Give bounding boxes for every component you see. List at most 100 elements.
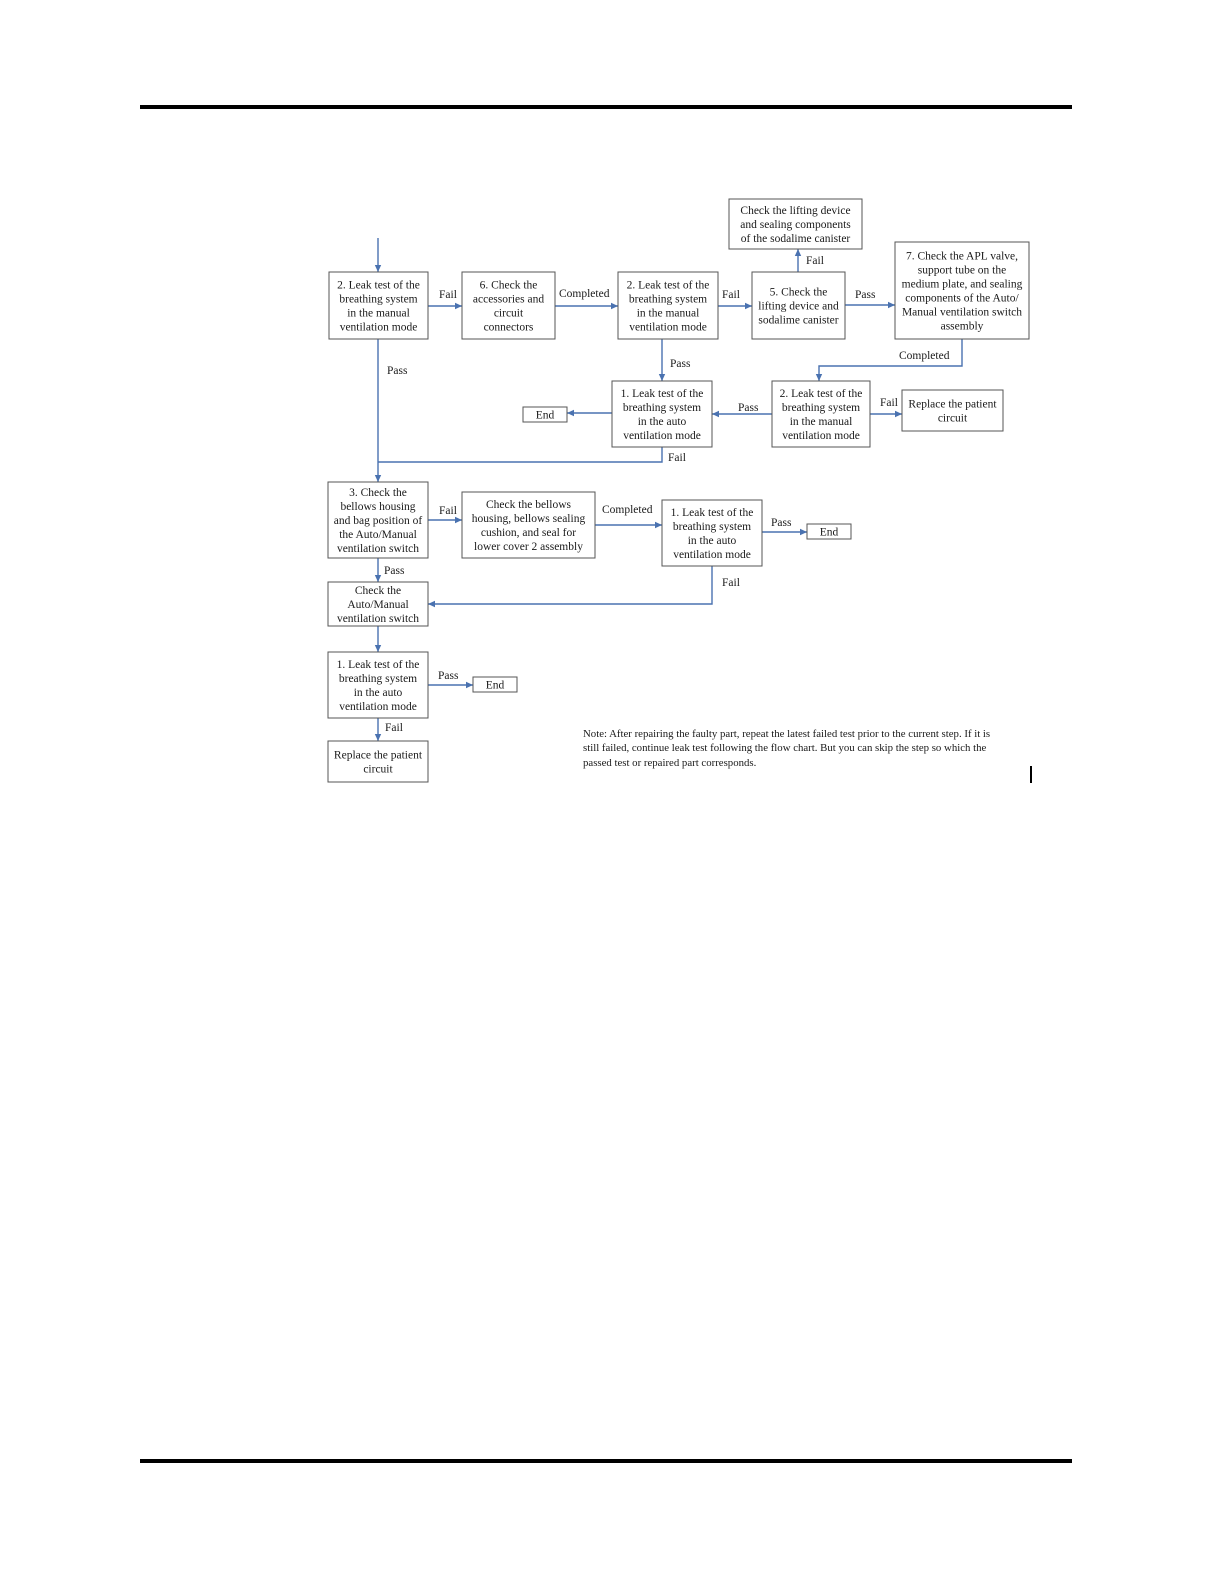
edge-label-l13: Completed: [602, 504, 653, 516]
step-text: 1. Leak test of the: [337, 659, 420, 671]
step-text: ventilation mode: [673, 549, 751, 561]
connector-e-b16-b18: [374, 718, 382, 741]
step-text: Replace the patient: [908, 399, 997, 411]
edge-label-l16: Fail: [722, 577, 740, 589]
edge-label-l11: Fail: [668, 452, 686, 464]
step-text: Check the: [355, 585, 401, 597]
step-text: breathing system: [673, 521, 751, 533]
step-text: End: [536, 410, 555, 422]
step-text: End: [820, 527, 839, 539]
step-text: sodalime canister: [758, 315, 838, 327]
step-box: [617, 271, 719, 340]
connector-e-b12-b13: [595, 521, 662, 529]
arrowhead: [466, 681, 473, 689]
step-text: lower cover 2 assembly: [474, 541, 583, 553]
step-box: [661, 499, 763, 567]
step-text: ventilation mode: [340, 322, 418, 334]
step-text: lifting device and: [758, 301, 839, 313]
arrowhead: [655, 521, 662, 529]
step-box: [327, 481, 429, 559]
step-text: 3. Check the: [349, 487, 407, 499]
step-box: [327, 651, 429, 719]
step-text: cushion, and seal for: [481, 527, 576, 539]
connector-e-b2-b3: [555, 302, 618, 310]
step-text: breathing system: [629, 294, 707, 306]
edge-label-l5: Pass: [855, 289, 876, 301]
step-box: [461, 491, 596, 559]
step-text: in the auto: [354, 687, 403, 699]
step-text: housing, bellows sealing: [472, 513, 586, 525]
header-rule: [140, 105, 1072, 109]
step-text: ventilation mode: [339, 701, 417, 713]
edge-label-l1: Fail: [439, 289, 457, 301]
step-box: [328, 271, 429, 340]
arrowhead: [374, 575, 382, 582]
flow-step-b10: End: [522, 406, 568, 423]
step-text: breathing system: [339, 673, 417, 685]
arrowhead: [800, 528, 807, 536]
flowchart-note: Note: After repairing the faulty part, r…: [583, 728, 991, 769]
connector-e-b3-b4: [718, 302, 752, 310]
edge-label-l2: Completed: [559, 288, 610, 300]
step-text: in the manual: [790, 416, 853, 428]
step-text: assembly: [941, 321, 984, 333]
step-text: breathing system: [339, 294, 417, 306]
connector-e-b7-b9: [712, 410, 772, 418]
edge-label-l8: Pass: [738, 402, 759, 414]
connector-e-b7-b8: [870, 410, 902, 418]
edge-label-l10: Pass: [387, 365, 408, 377]
arrowhead: [374, 265, 382, 272]
edge-label-l15: Pass: [384, 565, 405, 577]
footer-rule: [140, 1459, 1072, 1463]
step-text: 5. Check the: [770, 287, 828, 299]
step-text: accessories and: [473, 294, 544, 306]
connector-e-entry: [374, 238, 382, 272]
step-box: [461, 271, 556, 340]
step-box: [771, 380, 871, 448]
step-text: ventilation switch: [337, 543, 419, 555]
step-text: and bag position of: [334, 515, 423, 527]
step-text: 6. Check the: [480, 280, 538, 292]
arrowhead: [712, 410, 719, 418]
flow-step-b6: 7. Check the APL valve,support tube on t…: [894, 241, 1030, 340]
connector-e-b16-b17: [428, 681, 473, 689]
arrowhead: [428, 600, 435, 608]
step-text: 7. Check the APL valve,: [906, 251, 1018, 263]
step-text: in the manual: [637, 308, 700, 320]
arrowhead: [374, 475, 382, 482]
arrowhead: [374, 645, 382, 652]
edge-label-l12: Fail: [439, 505, 457, 517]
flow-step-b8: Replace the patient circuit: [901, 389, 1004, 432]
arrowhead: [658, 374, 666, 381]
edge-label-l14: Pass: [771, 517, 792, 529]
connector-e-b4-b6: [845, 301, 895, 309]
step-text: medium plate, and sealing: [902, 279, 1023, 291]
arrowhead: [895, 410, 902, 418]
step-box: [901, 389, 1004, 432]
step-text: circuit: [938, 413, 968, 425]
step-box: [472, 676, 518, 693]
connector-e-b6-b7: [815, 339, 963, 381]
connector-e-b3-b9: [658, 339, 666, 381]
step-box: [728, 198, 863, 250]
step-text: ventilation mode: [782, 430, 860, 442]
arrowhead: [567, 409, 574, 417]
step-box: [522, 406, 568, 423]
step-text: 1. Leak test of the: [671, 507, 754, 519]
flow-step-b14: End: [806, 523, 852, 540]
arrowhead: [455, 302, 462, 310]
step-box: [806, 523, 852, 540]
step-text: Auto/Manual: [347, 599, 408, 611]
step-box: [327, 740, 429, 783]
step-text: breathing system: [782, 402, 860, 414]
arrowhead: [888, 301, 895, 309]
step-text: Check the lifting device: [740, 205, 850, 217]
connector-e-b9-fail: [378, 447, 663, 463]
step-text: of the sodalime canister: [741, 233, 851, 245]
connector-e-b15-b16: [374, 626, 382, 652]
step-text: 2. Leak test of the: [627, 280, 710, 292]
step-text: Manual ventilation switch: [902, 307, 1022, 319]
